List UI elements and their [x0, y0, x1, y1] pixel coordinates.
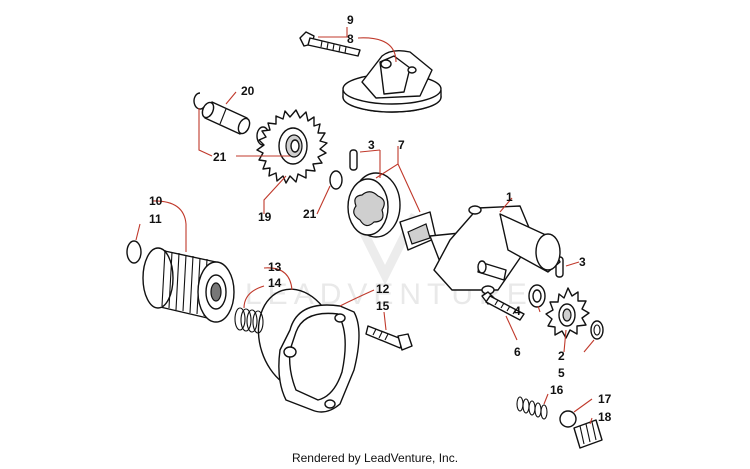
part-20-shaft [201, 101, 251, 135]
part-10-oil-filter [142, 247, 235, 323]
part-2-small-gear [545, 287, 590, 339]
callout-2: 2 [558, 349, 565, 363]
callouts: 9 8 20 21 3 7 1 3 4 6 2 5 19 21 10 11 13… [149, 13, 612, 424]
part-15-bolt [365, 325, 413, 351]
part-7-outer-rotor [347, 172, 401, 238]
part-6-screw [481, 291, 525, 321]
callout-18: 18 [598, 410, 612, 424]
callout-13: 13 [268, 260, 282, 274]
callout-20: 20 [241, 84, 255, 98]
callout-9: 9 [347, 13, 354, 27]
callout-15: 15 [376, 299, 390, 313]
part-7-inner-rotor [399, 211, 437, 251]
leader-lines [135, 27, 595, 425]
part-17-ball [559, 410, 577, 428]
callout-5: 5 [558, 366, 565, 380]
callout-6: 6 [514, 345, 521, 359]
callout-10: 10 [149, 194, 163, 208]
part-18-plug [573, 419, 603, 449]
part-21-clip-top [193, 92, 205, 110]
part-21-clip-lower [329, 170, 343, 190]
callout-21-lower: 21 [303, 207, 317, 221]
part-16-spring [516, 396, 548, 420]
credit-text: Rendered by LeadVenture, Inc. [291, 451, 459, 465]
callout-1: 1 [506, 190, 513, 204]
callout-3-right: 3 [579, 255, 586, 269]
part-11-o-ring [126, 240, 142, 264]
callout-3-upper: 3 [368, 138, 375, 152]
part-8-cover [342, 49, 442, 113]
callout-7: 7 [398, 138, 405, 152]
part-5-clip [590, 320, 604, 340]
callout-12: 12 [376, 282, 390, 296]
callout-21-upper: 21 [213, 150, 227, 164]
part-12-filter-cover [278, 304, 360, 413]
callout-4: 4 [514, 304, 521, 318]
part-14-spring [234, 307, 264, 334]
callout-14: 14 [268, 276, 282, 290]
callout-11: 11 [149, 212, 162, 226]
part-3-pin-upper [349, 149, 358, 171]
part-9-bolt [299, 31, 361, 57]
callout-19: 19 [258, 210, 272, 224]
part-1-pump-body [429, 205, 561, 295]
part-19-gear [256, 109, 328, 184]
callout-16: 16 [550, 383, 564, 397]
callout-8: 8 [347, 32, 354, 46]
callout-17: 17 [598, 392, 612, 406]
part-4-washer [528, 284, 546, 308]
